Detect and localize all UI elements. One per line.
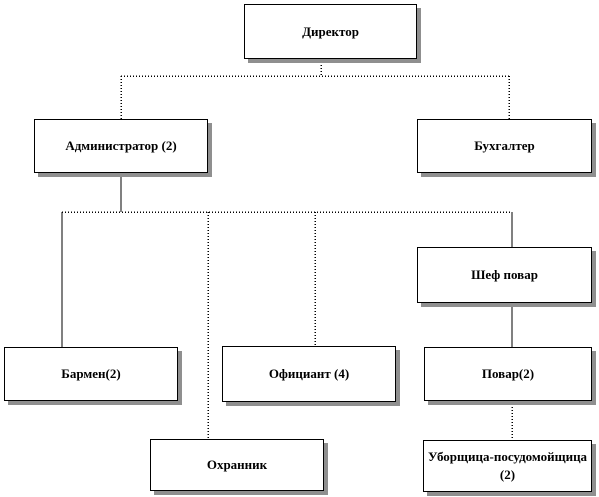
node-waiter: Официант (4) (222, 346, 396, 402)
node-chef-label: Шеф повар (471, 267, 538, 283)
node-guard-label: Охранник (206, 457, 268, 473)
node-cleaner: Уборщица-посудомойщица (2) (423, 440, 592, 492)
node-waiter-label: Официант (4) (268, 366, 350, 382)
node-administrator-label: Администратор (2) (65, 138, 177, 154)
node-accountant-label: Бухгалтер (474, 138, 535, 154)
node-cook: Повар(2) (424, 347, 592, 401)
node-chef: Шеф повар (417, 247, 592, 303)
node-cook-label: Повар(2) (481, 366, 535, 382)
node-guard: Охранник (150, 439, 324, 491)
node-administrator: Администратор (2) (34, 119, 208, 173)
node-accountant: Бухгалтер (417, 119, 592, 173)
node-director: Директор (244, 4, 417, 59)
node-bartender: Бармен(2) (4, 347, 178, 401)
node-bartender-label: Бармен(2) (61, 366, 121, 382)
node-director-label: Директор (302, 23, 359, 39)
node-cleaner-label: Уборщица-посудомойщица (2) (427, 449, 588, 482)
